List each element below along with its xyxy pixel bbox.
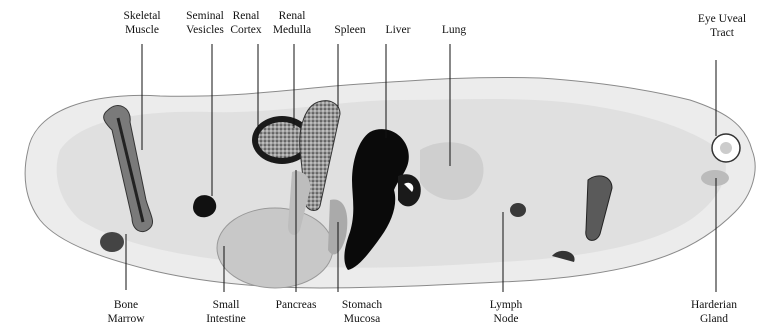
harderian-gland-shape	[701, 170, 729, 186]
label-pancreas: Pancreas	[266, 298, 326, 312]
label-lung: Lung	[434, 23, 474, 37]
eye-lens	[720, 142, 732, 154]
lymph-node-shape	[510, 203, 526, 217]
hip-joint	[100, 232, 124, 252]
label-spleen: Spleen	[326, 23, 374, 37]
lung-shape	[420, 142, 484, 200]
label-liver: Liver	[378, 23, 418, 37]
small-intestine-shape	[217, 208, 333, 288]
renal-medulla-shape	[258, 122, 306, 158]
